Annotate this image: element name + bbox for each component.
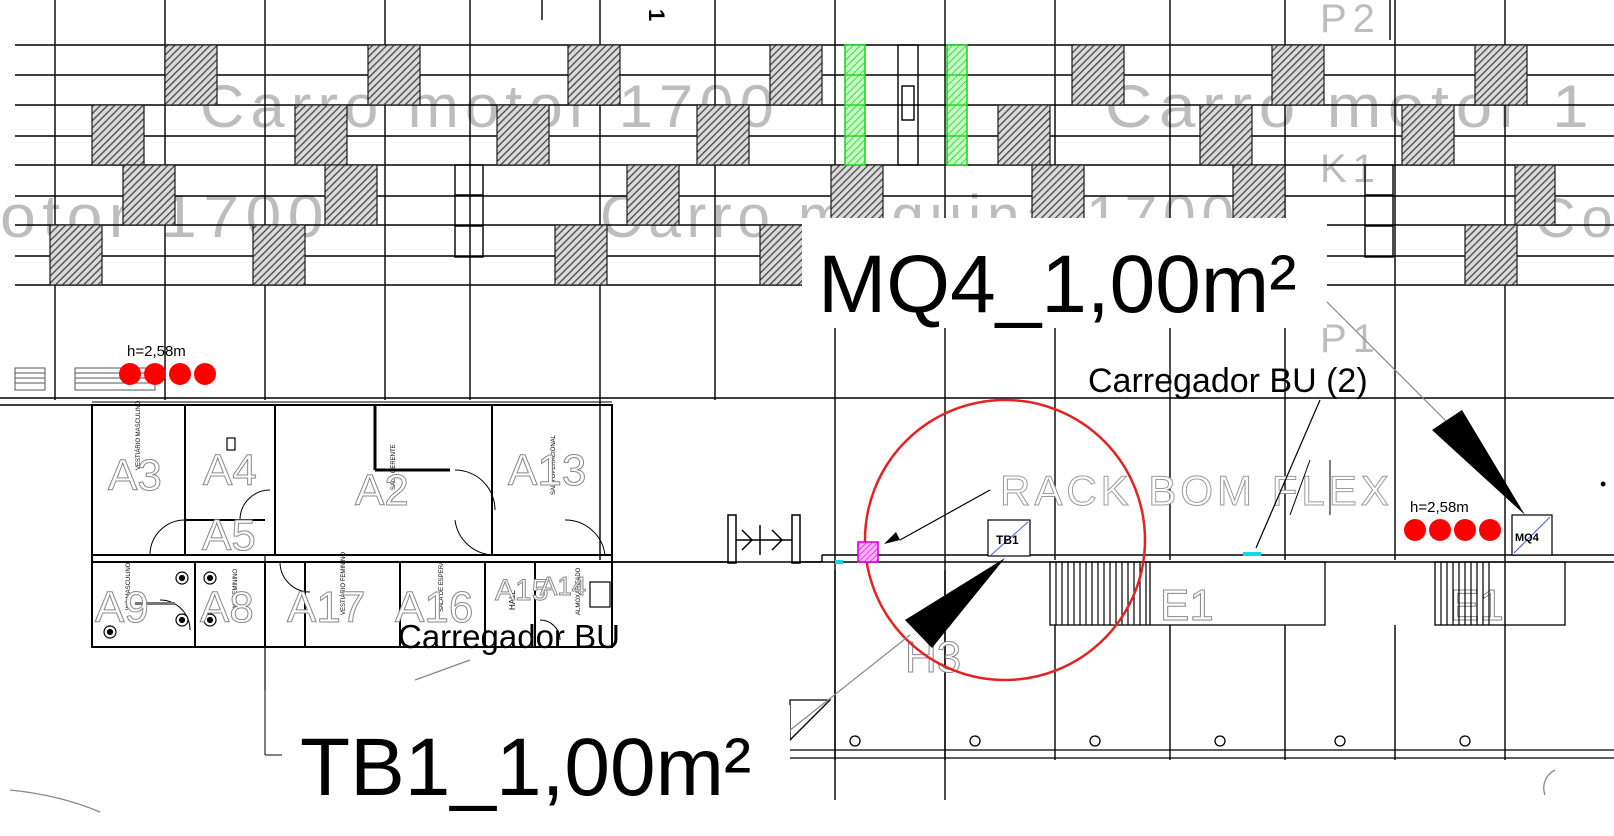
ghost-label-carro-motor-left: Carro motor 1700 (200, 73, 780, 140)
tb1-callout-bg (290, 705, 790, 815)
bottom-edge (9, 659, 1614, 813)
mq4-callout-wedge (1432, 410, 1525, 515)
height-marker-left: h=2,58m (119, 343, 216, 385)
room-name-wc-masculino: WC MASCULINO (126, 562, 132, 610)
mq4-diagonal (1513, 516, 1551, 554)
room-name-hall: HALL (508, 589, 517, 610)
wc-fixtures (103, 437, 611, 639)
room-name-sala-operacional: SALA OPERACIONAL (551, 434, 557, 495)
ghost-label-p1: P1 (1320, 317, 1381, 361)
tb1-diagonal (989, 521, 1029, 557)
room-name-wc-feminino: WC FEMININO (233, 569, 239, 610)
room-code-e1-a: E1 (1160, 581, 1214, 630)
room-name-sala-gerente: SALA GERENTE (391, 444, 397, 490)
red-dot (1479, 519, 1501, 541)
room-code-a14: A14 (540, 571, 586, 601)
height-label-right: h=2,58m (1410, 499, 1469, 516)
room-name-vestiario-masculino: VESTIÁRIO MASCULINO (135, 400, 142, 470)
room-name-almoxarifado: ALMOXARIFADO (576, 567, 582, 615)
rack-leader (899, 489, 991, 541)
edge-mark: • (1600, 474, 1606, 494)
carregador-bu-2-leader (1255, 399, 1321, 549)
dock-stripes (1049, 561, 1566, 626)
rack-label: RACK BOM FLEX (1000, 467, 1393, 514)
ghost-label-k1: K1 (1320, 147, 1381, 191)
tb1-callout: TB1_1,00m² (300, 722, 751, 813)
red-dot (1404, 519, 1426, 541)
room-names: VESTIÁRIO MASCULINO SALA GERENTE SALA OP… (126, 400, 582, 615)
red-dot (1429, 519, 1451, 541)
room-code-a3: A3 (108, 451, 162, 500)
room-code-a4: A4 (203, 446, 257, 495)
height-marker-right: h=2,58m (1404, 499, 1501, 541)
hatched-pallets (49, 44, 1556, 286)
red-dot (144, 363, 166, 385)
office-walls (91, 401, 613, 756)
gate-symbols (612, 514, 822, 564)
red-dot (1454, 519, 1476, 541)
room-code-a9: A9 (95, 583, 149, 632)
tb1-equipment: TB1 (987, 519, 1031, 557)
room-code-a17: A17 (287, 583, 365, 632)
highlight-circle (863, 398, 1147, 682)
carregador-bu-label: Carregador BU (398, 618, 620, 655)
ghost-label-one: 1 (644, 9, 669, 21)
room-code-a13: A13 (508, 446, 586, 495)
cyan-marker (1243, 552, 1261, 556)
tb1-tag: TB1 (996, 533, 1019, 547)
ghost-label-p2: P2 (1320, 0, 1381, 41)
flex-guide (1289, 459, 1311, 516)
room-code-a2: A2 (355, 466, 409, 515)
red-dot (169, 363, 191, 385)
red-dot (194, 363, 216, 385)
door-swings (149, 469, 606, 641)
room-code-a16: A16 (395, 583, 473, 632)
mq4-tag: MQ4 (1515, 532, 1540, 544)
room-name-vestiario-feminino: VESTIÁRIO FEMININO (340, 552, 347, 615)
height-label-left: h=2,58m (127, 343, 186, 360)
rack-arrow (884, 532, 900, 544)
cyan-marker (835, 560, 843, 564)
room-code-a15: A15 (495, 574, 548, 607)
carregador-bu-2-label: Carregador BU (2) (1088, 362, 1368, 400)
room-name-sala-espera: SALA DE ESPERA (439, 561, 445, 612)
room-code-a8: A8 (200, 583, 254, 632)
room-code-a5: A5 (202, 511, 256, 560)
mq4-equipment: MQ4 (1511, 514, 1553, 556)
dock-stripe-lines (1055, 562, 1490, 625)
red-dot (119, 363, 141, 385)
room-codes: A3 A4 A2 A13 A5 A9 A8 A17 A16 A15 A14 H3… (95, 446, 1505, 683)
green-highlighted-racks (844, 44, 968, 166)
mq4-callout-bg (802, 218, 1327, 328)
magenta-marker (857, 541, 879, 563)
tb1-callout-wedge (905, 558, 1005, 648)
mq4-callout: MQ4_1,00m² (818, 239, 1297, 330)
